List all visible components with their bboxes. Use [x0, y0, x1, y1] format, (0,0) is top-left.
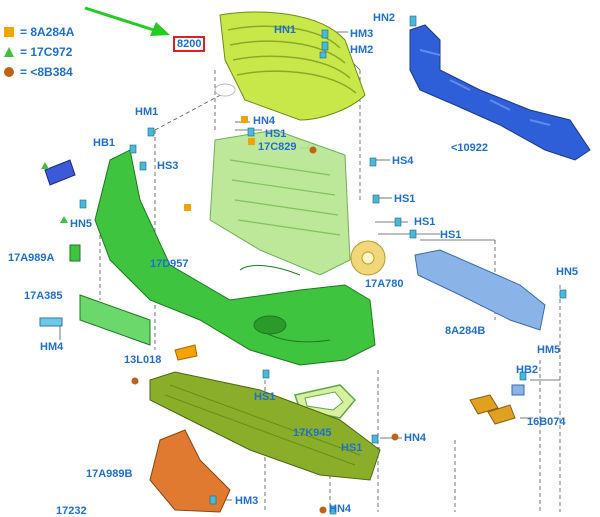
- round-bracket: [350, 240, 386, 276]
- callout-hn5-right[interactable]: HN5: [556, 266, 579, 278]
- callout-17232[interactable]: 17232: [56, 505, 87, 517]
- upper-grille: [214, 11, 366, 121]
- callout-17c829[interactable]: 17C829: [258, 141, 297, 153]
- callout-hs1-b[interactable]: HS1: [394, 193, 416, 205]
- callout-hm3-bot[interactable]: HM3: [235, 495, 259, 507]
- callout-17d957[interactable]: 17D957: [150, 258, 189, 270]
- bumper-cover: [94, 149, 376, 366]
- square-icon: [4, 27, 14, 37]
- callout-10922[interactable]: <10922: [451, 142, 489, 154]
- legend-item-circle: = <8B384: [4, 62, 74, 82]
- legend-text: = 8A284A: [20, 25, 75, 39]
- callout-13l018[interactable]: 13L018: [124, 354, 162, 366]
- callout-hb2[interactable]: HB2: [516, 364, 539, 376]
- callout-17a989a[interactable]: 17A989A: [8, 252, 55, 264]
- triangle-icon: [4, 47, 14, 57]
- bumper-reinforcement: [409, 24, 591, 161]
- callout-17a385[interactable]: 17A385: [24, 290, 63, 302]
- splash-shield: [149, 429, 231, 513]
- legend-item-square: = 8A284A: [4, 22, 74, 42]
- orange-bracket: [174, 344, 198, 361]
- circle-icon: [4, 67, 14, 77]
- callout-hn4-mid[interactable]: HN4: [404, 432, 427, 444]
- callout-hn2[interactable]: HN2: [373, 12, 396, 24]
- fastener-markers: [79, 15, 567, 515]
- callout-hs1-a[interactable]: HS1: [265, 128, 287, 140]
- left-brackets: [39, 159, 151, 346]
- callout-hs3[interactable]: HS3: [157, 160, 179, 172]
- callout-hm1[interactable]: HM1: [135, 106, 159, 118]
- right-brackets: [469, 384, 525, 425]
- callout-hs1-d[interactable]: HS1: [440, 229, 462, 241]
- callout-hb1[interactable]: HB1: [93, 137, 116, 149]
- callout-hs1-c[interactable]: HS1: [414, 216, 436, 228]
- lower-shield: [149, 371, 381, 481]
- callout-hm4[interactable]: HM4: [40, 341, 64, 353]
- callout-hs1-e[interactable]: HS1: [254, 391, 276, 403]
- callout-hs1-f[interactable]: HS1: [341, 442, 363, 454]
- legend-text: = <8B384: [20, 65, 73, 79]
- callout-hn4-top[interactable]: HN4: [253, 115, 276, 127]
- legend-text: = 17C972: [20, 45, 73, 59]
- callout-hn4-bot[interactable]: HN4: [329, 503, 352, 515]
- energy-absorber: [414, 249, 546, 331]
- callout-8a284b[interactable]: 8A284B: [445, 325, 486, 337]
- legend: = 8A284A = 17C972 = <8B384: [4, 22, 74, 82]
- highlighted-part-label[interactable]: 8200: [173, 36, 206, 52]
- grille-bracket: [209, 129, 351, 276]
- callout-16b074[interactable]: 16B074: [527, 416, 566, 428]
- callout-hm5[interactable]: HM5: [537, 344, 561, 356]
- callout-hm3-top[interactable]: HM3: [350, 28, 374, 40]
- callout-17a989b[interactable]: 17A989B: [86, 468, 133, 480]
- callout-17a780[interactable]: 17A780: [365, 278, 404, 290]
- callout-17k945[interactable]: 17K945: [293, 427, 332, 439]
- legend-item-triangle: = 17C972: [4, 42, 74, 62]
- callout-hn5-left[interactable]: HN5: [70, 218, 93, 230]
- callout-hs4[interactable]: HS4: [392, 155, 414, 167]
- pointer-arrow: [84, 6, 170, 36]
- callout-hm2[interactable]: HM2: [350, 44, 374, 56]
- callout-symbols: [41, 116, 399, 514]
- callout-hn1[interactable]: HN1: [274, 24, 297, 36]
